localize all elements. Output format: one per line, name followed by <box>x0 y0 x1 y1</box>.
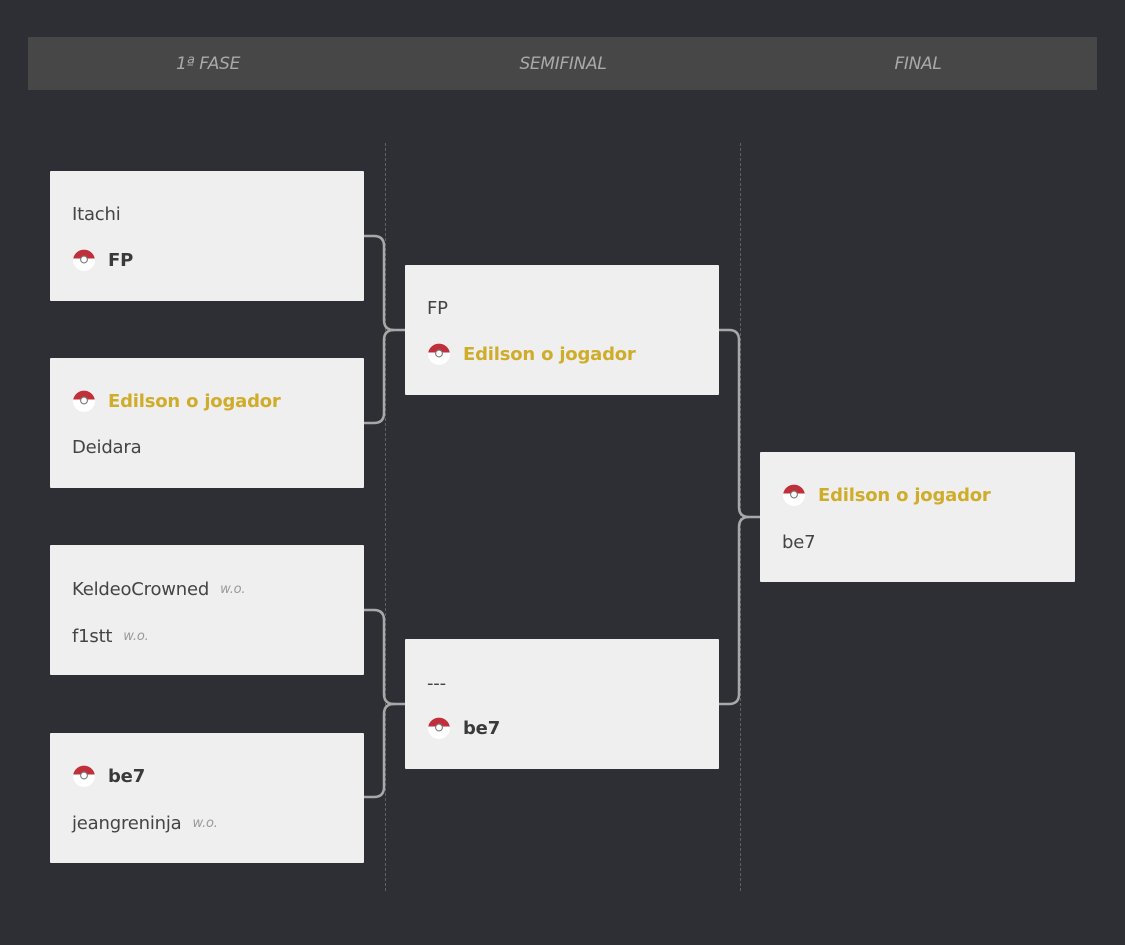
phase-label-semifinal: SEMIFINAL <box>519 54 607 74</box>
player-row[interactable]: KeldeoCrowned w.o. <box>72 575 246 603</box>
column-divider <box>385 143 386 891</box>
phase-header: 1ª FASE SEMIFINAL FINAL <box>28 37 1097 90</box>
player-name: be7 <box>463 717 501 739</box>
player-name: Deidara <box>72 436 142 458</box>
player-row-winner[interactable]: be7 <box>72 762 145 790</box>
phase-label-first-round: 1ª FASE <box>175 54 241 74</box>
walkover-label: w.o. <box>123 628 149 644</box>
walkover-label: w.o. <box>192 815 218 831</box>
player-row[interactable]: f1stt w.o. <box>72 622 149 650</box>
pokeball-icon <box>428 343 450 365</box>
match-card[interactable]: be7 jeangreninja w.o. <box>50 733 364 863</box>
player-name: FP <box>108 249 134 271</box>
player-name: Edilson o jogador <box>818 484 991 506</box>
match-card[interactable]: --- be7 <box>405 639 719 769</box>
player-row[interactable]: jeangreninja w.o. <box>72 809 218 837</box>
player-name: f1stt <box>72 625 113 647</box>
player-row[interactable]: be7 <box>782 528 816 556</box>
connector-m4-m6 <box>364 702 395 799</box>
pokeball-icon <box>428 717 450 739</box>
player-name: Edilson o jogador <box>463 343 636 365</box>
player-row[interactable]: FP <box>427 294 448 322</box>
column-divider <box>740 143 741 891</box>
player-row-winner[interactable]: Edilson o jogador <box>427 340 636 368</box>
match-card[interactable]: KeldeoCrowned w.o. f1stt w.o. <box>50 545 364 675</box>
match-card[interactable]: Edilson o jogador Deidara <box>50 358 364 488</box>
match-card[interactable]: Itachi FP <box>50 171 364 301</box>
player-name: be7 <box>782 531 816 553</box>
player-row-winner[interactable]: FP <box>72 246 133 274</box>
phase-label-final: FINAL <box>894 54 942 74</box>
player-name: jeangreninja <box>72 812 182 834</box>
connector-m2-m5 <box>364 328 395 425</box>
connector-m6-m7 <box>719 515 750 706</box>
walkover-label: w.o. <box>220 581 246 597</box>
pokeball-icon <box>73 765 95 787</box>
pokeball-icon <box>73 390 95 412</box>
player-row[interactable]: Deidara <box>72 433 142 461</box>
match-card[interactable]: Edilson o jogador be7 <box>760 452 1075 582</box>
player-row[interactable]: --- <box>427 669 446 697</box>
player-row-winner[interactable]: Edilson o jogador <box>782 481 991 509</box>
player-name: Edilson o jogador <box>108 390 281 412</box>
player-row-winner[interactable]: Edilson o jogador <box>72 387 281 415</box>
pokeball-icon <box>783 484 805 506</box>
match-card[interactable]: FP Edilson o jogador <box>405 265 719 395</box>
player-name: KeldeoCrowned <box>72 578 210 600</box>
pokeball-icon <box>73 249 95 271</box>
player-name: be7 <box>108 765 146 787</box>
player-name: --- <box>427 672 446 694</box>
player-name: FP <box>427 297 448 319</box>
player-row[interactable]: Itachi <box>72 200 121 228</box>
player-name: Itachi <box>72 203 121 225</box>
player-row-winner[interactable]: be7 <box>427 714 500 742</box>
